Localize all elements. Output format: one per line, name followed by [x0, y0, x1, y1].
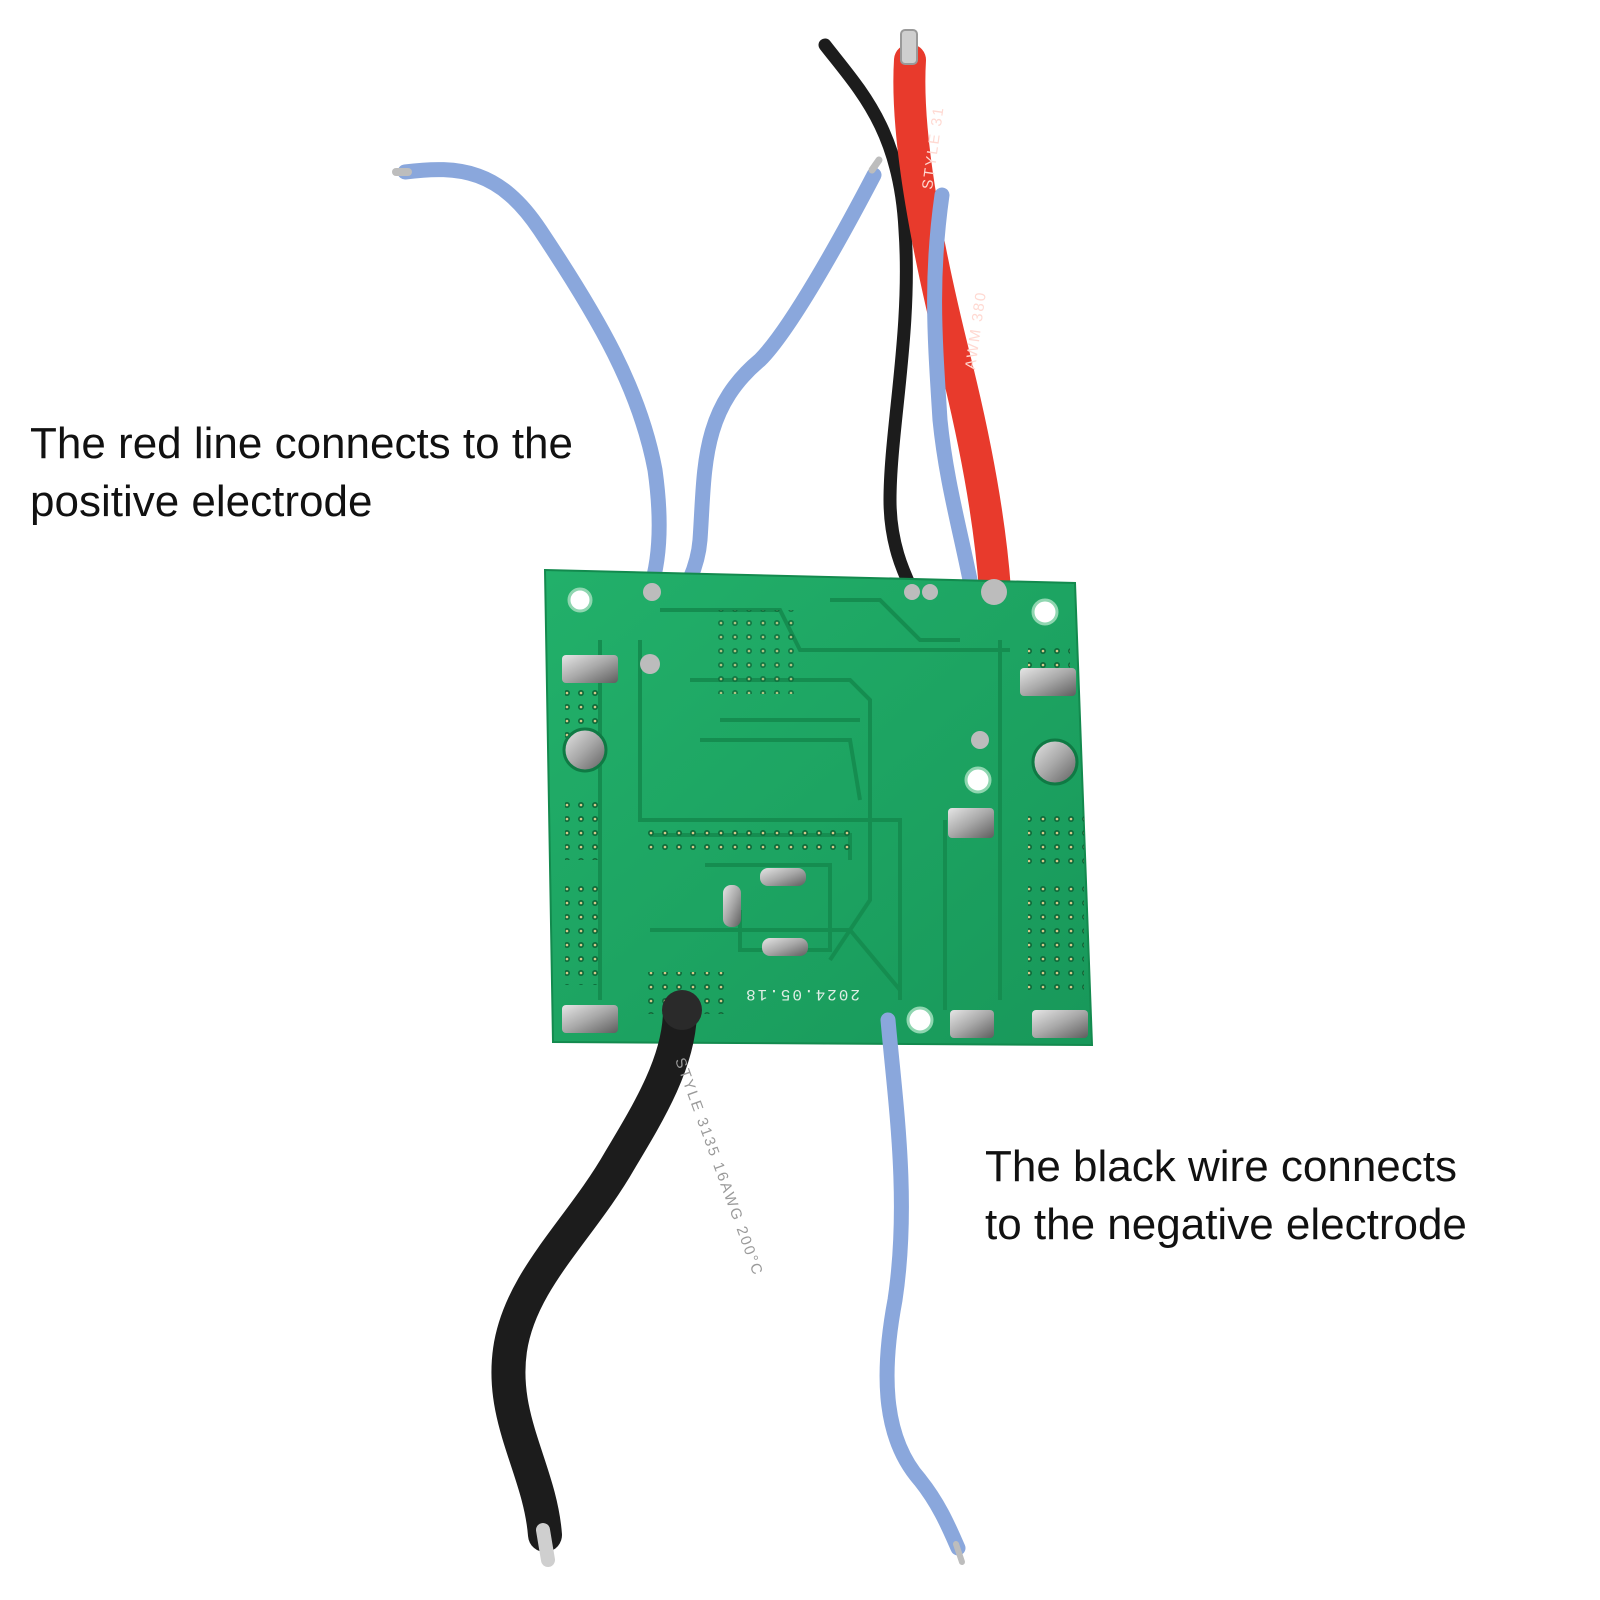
blue-wire-top-left [397, 162, 667, 598]
solder-pad [1020, 668, 1076, 696]
black-wire-print: STYLE 3135 16AWG 200°C [671, 1056, 766, 1279]
black-wire-top [818, 38, 919, 597]
solder-pad [1032, 1010, 1088, 1038]
solder-pad [723, 885, 741, 927]
round-terminal [562, 727, 608, 773]
blue-wire-bottom [879, 1012, 966, 1556]
negative-caption-line-1: The black wire connects [985, 1142, 1457, 1191]
red-wire-top [893, 44, 1011, 606]
solder-pad [562, 655, 618, 683]
solder-pad [562, 1005, 618, 1033]
positive-electrode-caption: The red line connects to the positive el… [30, 415, 573, 531]
positive-caption-line-1: The red line connects to the [30, 419, 573, 468]
round-terminal [1031, 738, 1079, 786]
negative-caption-line-2: to the negative electrode [985, 1200, 1467, 1249]
solder-pad [762, 938, 808, 956]
solder-pad [760, 868, 806, 886]
pcb-date-code: 2024.05.18 [744, 985, 860, 1003]
positive-caption-line-2: positive electrode [30, 477, 373, 526]
red-wire-print-lower: AWM 380 [962, 290, 990, 371]
solder-pad [950, 1010, 994, 1038]
negative-electrode-caption: The black wire connects to the negative … [985, 1138, 1467, 1254]
pcb-board: 2024.05.18 [543, 568, 1094, 1047]
solder-pad [948, 808, 994, 838]
black-wire-bottom [491, 993, 697, 1552]
